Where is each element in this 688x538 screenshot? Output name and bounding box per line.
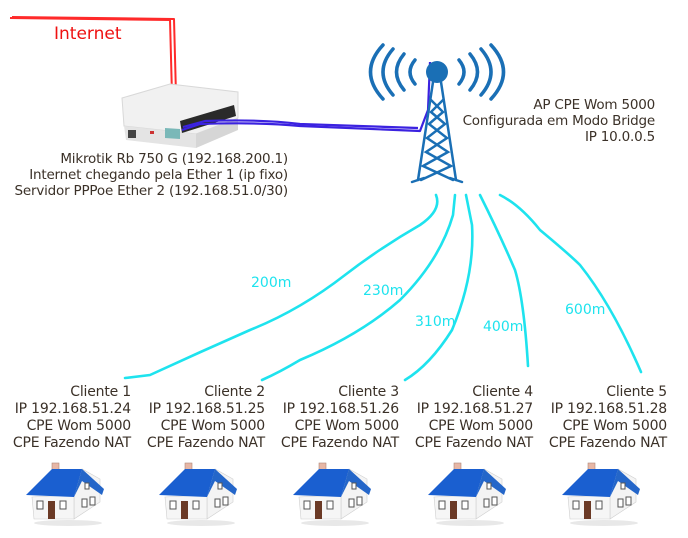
internet-label: Internet (54, 24, 122, 44)
wireless-links (123, 193, 643, 382)
client-device: CPE Wom 5000 (428, 418, 534, 434)
client-info-5: Cliente 5 IP 192.168.51.28 CPE Wom 5000 … (517, 384, 667, 452)
antenna-tower-icon (368, 43, 506, 184)
client-name: Cliente 3 (338, 384, 399, 400)
client-mode: CPE Fazendo NAT (280, 435, 399, 451)
client-mode: CPE Fazendo NAT (146, 435, 265, 451)
client-mode: CPE Fazendo NAT (414, 435, 533, 451)
client-info-3: Cliente 3 IP 192.168.51.26 CPE Wom 5000 … (249, 384, 399, 452)
wireless-link-cliente-2 (260, 193, 457, 382)
client-ip: IP 192.168.51.24 (14, 401, 131, 417)
client-ip: IP 192.168.51.27 (416, 401, 533, 417)
client-name: Cliente 4 (472, 384, 533, 400)
wireless-link-cliente-5 (498, 193, 643, 374)
ap-mode: Configurada em Modo Bridge (462, 113, 656, 129)
client-mode: CPE Fazendo NAT (548, 435, 667, 451)
client-name: Cliente 5 (606, 384, 667, 400)
ap-model: AP CPE Wom 5000 (533, 97, 655, 113)
distance-label-3: 310m (415, 314, 456, 330)
wireless-link-cliente-3 (403, 193, 474, 382)
ap-ip: IP 10.0.0.5 (584, 129, 655, 145)
wireless-link-cliente-4 (478, 193, 530, 368)
distance-label-1: 200m (251, 275, 292, 291)
client-name: Cliente 2 (204, 384, 265, 400)
client-device: CPE Wom 5000 (562, 418, 668, 434)
ap-info: AP CPE Wom 5000 Configurada em Modo Brid… (462, 97, 656, 145)
distance-label-4: 400m (483, 319, 524, 335)
distance-label-2: 230m (363, 283, 404, 299)
client-info-4: Cliente 4 IP 192.168.51.27 CPE Wom 5000 … (383, 384, 533, 452)
distance-label-5: 600m (565, 302, 606, 318)
router-wan: Internet chegando pela Ether 1 (ip fixo) (29, 167, 288, 183)
house-icon-cliente-3 (292, 462, 372, 527)
client-name: Cliente 1 (70, 384, 131, 400)
router-model: Mikrotik Rb 750 G (192.168.200.1) (60, 151, 288, 167)
wireless-link-cliente-1 (123, 193, 439, 380)
client-device: CPE Wom 5000 (294, 418, 400, 434)
client-mode: CPE Fazendo NAT (12, 435, 131, 451)
house-icon-cliente-4 (427, 462, 507, 527)
router-pppoe: Servidor PPPoe Ether 2 (192.168.51.0/30) (14, 183, 289, 199)
client-info-1: Cliente 1 IP 192.168.51.24 CPE Wom 5000 … (0, 384, 131, 452)
house-icon-cliente-2 (158, 462, 238, 527)
house-icon-cliente-5 (561, 462, 641, 527)
client-ip: IP 192.168.51.25 (148, 401, 265, 417)
client-device: CPE Wom 5000 (26, 418, 132, 434)
client-device: CPE Wom 5000 (160, 418, 266, 434)
mikrotik-router-icon (121, 83, 239, 148)
client-ip: IP 192.168.51.28 (550, 401, 667, 417)
client-ip: IP 192.168.51.26 (282, 401, 399, 417)
client-info-2: Cliente 2 IP 192.168.51.25 CPE Wom 5000 … (115, 384, 265, 452)
ethernet-cable (181, 61, 432, 133)
house-icon-cliente-1 (25, 462, 105, 527)
router-info: Mikrotik Rb 750 G (192.168.200.1) Intern… (14, 151, 289, 199)
